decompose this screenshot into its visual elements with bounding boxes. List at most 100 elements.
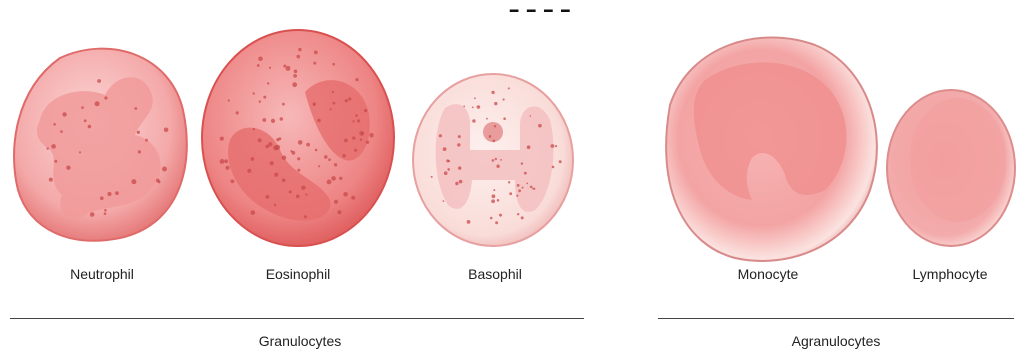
granule	[477, 105, 481, 109]
granule	[331, 176, 336, 181]
granule	[366, 141, 369, 144]
granule	[503, 117, 506, 120]
granule	[236, 111, 239, 114]
granule	[351, 196, 355, 200]
granule	[345, 99, 348, 102]
granule	[100, 196, 104, 200]
granule	[334, 200, 338, 204]
granule	[104, 209, 107, 212]
granule	[306, 143, 310, 147]
granule	[352, 136, 355, 139]
granule	[526, 183, 528, 185]
basophil-label: Basophil	[425, 266, 565, 282]
granule	[297, 157, 300, 160]
granule	[516, 195, 518, 197]
granule	[90, 212, 95, 217]
granule	[492, 159, 495, 162]
granule	[60, 130, 63, 133]
granule	[134, 107, 137, 110]
granule	[343, 192, 348, 197]
granule	[298, 48, 301, 51]
granule	[522, 187, 524, 189]
granule	[493, 189, 495, 191]
granule	[269, 67, 271, 69]
granule	[304, 215, 307, 218]
granule	[247, 169, 251, 173]
granule	[334, 163, 337, 166]
granule	[559, 160, 562, 163]
granule	[290, 150, 292, 152]
granule	[337, 210, 341, 214]
granule	[53, 123, 56, 126]
granule	[364, 109, 367, 112]
agranulocytes-label: Agranulocytes	[746, 333, 926, 349]
granule	[362, 132, 365, 135]
granule	[297, 169, 300, 172]
granule	[294, 70, 298, 74]
granule	[258, 138, 262, 142]
granule	[324, 155, 328, 159]
granule	[527, 145, 531, 149]
granule	[137, 131, 140, 134]
granule	[355, 78, 358, 81]
granule	[251, 210, 256, 215]
granule	[489, 135, 492, 138]
granule	[532, 188, 534, 190]
granule	[443, 147, 447, 151]
granule	[282, 156, 287, 161]
granule	[164, 128, 169, 133]
granule	[360, 139, 362, 141]
granule	[495, 221, 498, 224]
granule	[339, 177, 342, 180]
granule	[313, 102, 316, 105]
granule	[253, 92, 255, 94]
granule	[348, 97, 351, 100]
granule	[474, 97, 476, 99]
granule	[467, 220, 471, 224]
granule	[220, 159, 225, 164]
granule	[352, 120, 354, 122]
granule	[162, 167, 167, 172]
granule	[496, 165, 499, 168]
granule	[355, 114, 358, 117]
granule	[446, 159, 449, 162]
granule	[282, 179, 286, 183]
granule	[276, 138, 279, 141]
granule	[492, 194, 496, 198]
granule	[115, 191, 119, 195]
granule	[301, 186, 305, 190]
granule	[266, 195, 270, 199]
granule	[518, 189, 521, 192]
granule	[231, 179, 235, 183]
granule	[439, 134, 442, 137]
granule	[327, 180, 332, 185]
granule	[333, 102, 336, 105]
granule	[521, 162, 523, 164]
granule	[88, 125, 92, 129]
granule	[495, 158, 497, 160]
granule	[508, 87, 510, 89]
granule	[458, 166, 461, 169]
granule	[332, 91, 334, 93]
granule	[280, 117, 283, 120]
granule	[517, 184, 520, 187]
granule	[555, 145, 557, 147]
granule	[158, 181, 161, 184]
monocyte-label: Monocyte	[698, 266, 838, 282]
granule	[84, 119, 87, 122]
granule	[298, 140, 303, 145]
granule	[297, 55, 301, 59]
granule	[552, 166, 555, 169]
granule	[459, 180, 463, 184]
granule	[107, 192, 111, 196]
granule	[54, 160, 57, 163]
granule	[538, 124, 542, 128]
granule	[457, 143, 460, 146]
granule	[95, 101, 100, 106]
granule	[354, 149, 357, 152]
granule	[51, 144, 56, 149]
granule	[274, 173, 278, 177]
granule	[296, 195, 300, 199]
granule	[104, 96, 107, 99]
